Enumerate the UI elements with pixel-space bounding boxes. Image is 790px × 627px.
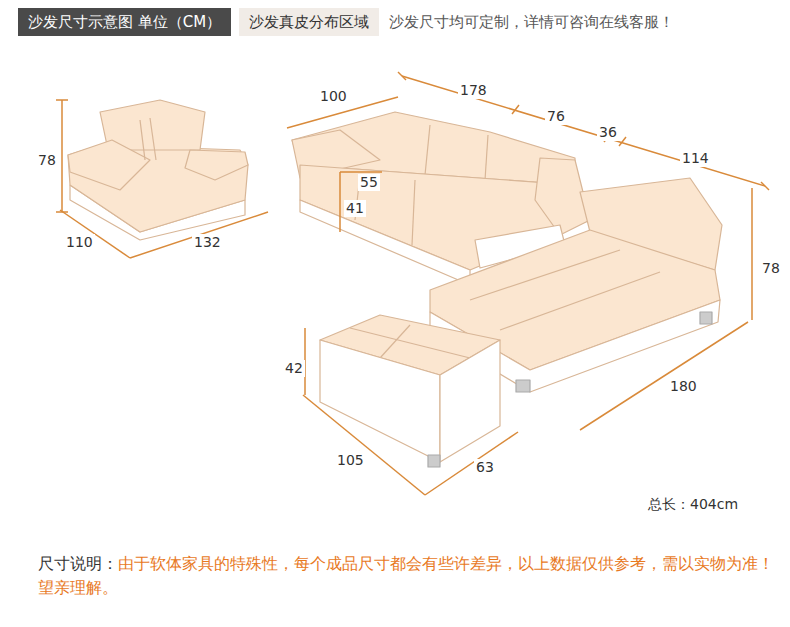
dimension-label: 36 [597,124,619,141]
dimension-label: 114 [680,150,711,167]
total-length: 总长：404cm [646,496,740,513]
header-text: 沙发真皮分布区域 [249,13,369,32]
dimension-label: 105 [335,452,366,469]
header-box: 沙发真皮分布区域 [239,8,379,36]
dimension-label: 178 [458,82,489,99]
dimension-label: 41 [344,200,366,217]
size-note: 尺寸说明：由于软体家具的特殊性，每个成品尺寸都会有些许差异，以上数据仅供参考，需… [38,552,778,600]
note-heading: 尺寸说明： [38,554,118,573]
header-box: 沙发尺寸示意图 单位（CM） [18,8,231,36]
dimension-label: 110 [64,234,95,251]
dimension-label: 78 [36,152,58,169]
dimension-label: 78 [760,260,782,277]
dimension-label: 132 [192,234,223,251]
custom-note: 沙发尺寸均可定制，详情可咨询在线客服！ [387,13,676,31]
dimension-label: 63 [474,459,496,476]
dimension-label: 100 [318,88,349,105]
dimension-label: 42 [283,360,305,377]
header-text: 沙发尺寸示意图 单位（CM） [28,13,221,32]
dimension-label: 180 [668,378,699,395]
dimension-label: 55 [358,174,380,191]
note-text: 由于软体家具的特殊性，每个成品尺寸都会有些许差异，以上数据仅供参考，需以实物为准… [38,554,774,597]
dimension-label: 76 [545,108,567,125]
